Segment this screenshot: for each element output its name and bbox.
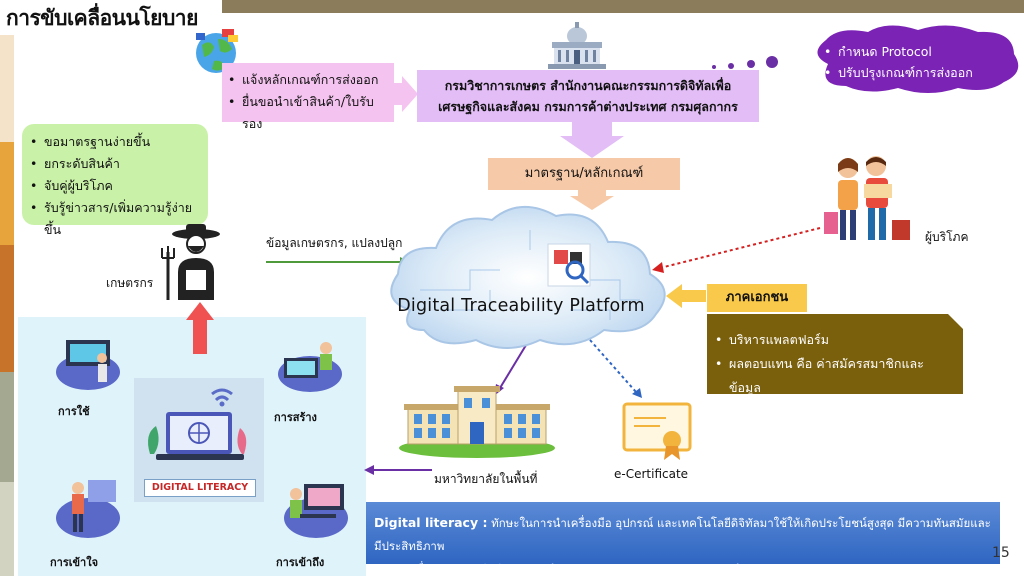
laptop-icon [148,388,247,460]
standard-box: มาตรฐาน/หลักเกณฑ์ [488,158,680,190]
farmer-label: เกษตรกร [106,276,154,290]
government-building-icon [548,22,606,69]
private-sector-label: ภาคเอกชน [707,284,807,312]
protocol-list: กำหนด Protocol ปรับปรุงเกณฑ์การส่งออก [822,41,973,83]
usage-label: การใช้ [58,405,90,418]
creation-icon [278,342,342,392]
definition-box: Digital literacy : ทักษะในการนำเครื่องมื… [366,502,1000,576]
understanding-icon [56,480,120,538]
understanding-label: การเข้าใจ [50,556,99,569]
definition-line-2: เช่น การสื่อสาร การปฏิบัติงาน การทำงานร่… [374,562,766,576]
cloud-icon [390,205,666,349]
farmer-need-item: จับคู่ผู้บริโภค [28,175,202,197]
agency-box: กรมวิชาการเกษตร สำนักงานคณะกรรมการดิจิทั… [417,70,759,122]
private-sector-item: ผลตอบแทน คือ ค่าสมัครสมาชิกและข้อมูล [713,352,953,400]
side-strip-1 [0,35,14,142]
lavender-arrow [560,122,624,158]
export-request-box: แจ้งหลักเกณฑ์การส่งออก ยื่นขอนำเข้าสินค้… [222,63,394,131]
access-label: การเข้าถึง [276,556,325,569]
farmer-data-label: ข้อมูลเกษตรกร, แปลงปลูก [266,236,403,250]
ecert-label: e-Certificate [614,467,689,481]
pink-arrow [392,76,418,112]
side-strip-5 [0,482,14,576]
protocol-item: ปรับปรุงเกณฑ์การส่งออก [822,62,973,83]
private-sector-item: บริหารแพลตฟอร์ม [713,328,953,352]
side-strip-2 [0,142,14,245]
usage-icon [56,340,120,390]
agency-line-2: เศรษฐกิจและสังคม กรมการค้าต่างประเทศ กรม… [438,99,738,114]
consumer-icon [824,156,910,240]
private-sector-box: บริหารแพลตฟอร์ม ผลตอบแทน คือ ค่าสมัครสมา… [707,314,963,395]
page-number: 15 [992,545,1010,561]
agency-line-1: กรมวิชาการเกษตร สำนักงานคณะกรรมการดิจิทั… [444,78,732,93]
protocol-item: กำหนด Protocol [822,41,973,62]
literacy-badge: DIGITAL LITERACY [144,479,256,497]
creation-label: การสร้าง [274,411,317,424]
box-corner [948,314,963,329]
access-icon [284,484,348,538]
farmer-icon [161,224,220,300]
private-arrow [666,284,706,308]
consumer-label: ผู้บริโภค [925,230,969,244]
side-strip-3 [0,245,14,372]
farmer-need-item: ยกระดับสินค้า [28,153,202,175]
export-request-item: ยื่นขอนำเข้าสินค้า/ใบรับรอง [226,91,390,135]
side-strip-4 [0,372,14,482]
page-title: การขับเคลื่อนนโยบาย [6,6,198,30]
consumer-arrow [659,227,821,269]
export-request-item: แจ้งหลักเกณฑ์การส่งออก [226,69,390,91]
red-up-arrow [193,318,207,354]
university-icon [399,386,555,458]
definition-term: Digital literacy : [374,515,488,530]
definition-line-1: ทักษะในการนำเครื่องมือ อุปกรณ์ และเทคโนโ… [374,516,991,553]
top-bar [222,0,1024,13]
farmer-need-item: ขอมาตรฐานง่ายขึ้น [28,131,202,153]
farmer-needs-box: ขอมาตรฐานง่ายขึ้น ยกระดับสินค้า จับคู่ผู… [22,124,208,237]
platform-label: Digital Traceability Platform [397,296,645,316]
farmer-need-item: รับรู้ข่าวสาร/เพิ่มความรู้ง่ายขึ้น [28,197,202,241]
certificate-icon [622,402,692,460]
university-label: มหาวิทยาลัยในพื้นที่ [434,472,538,486]
peach-arrow [570,190,614,210]
